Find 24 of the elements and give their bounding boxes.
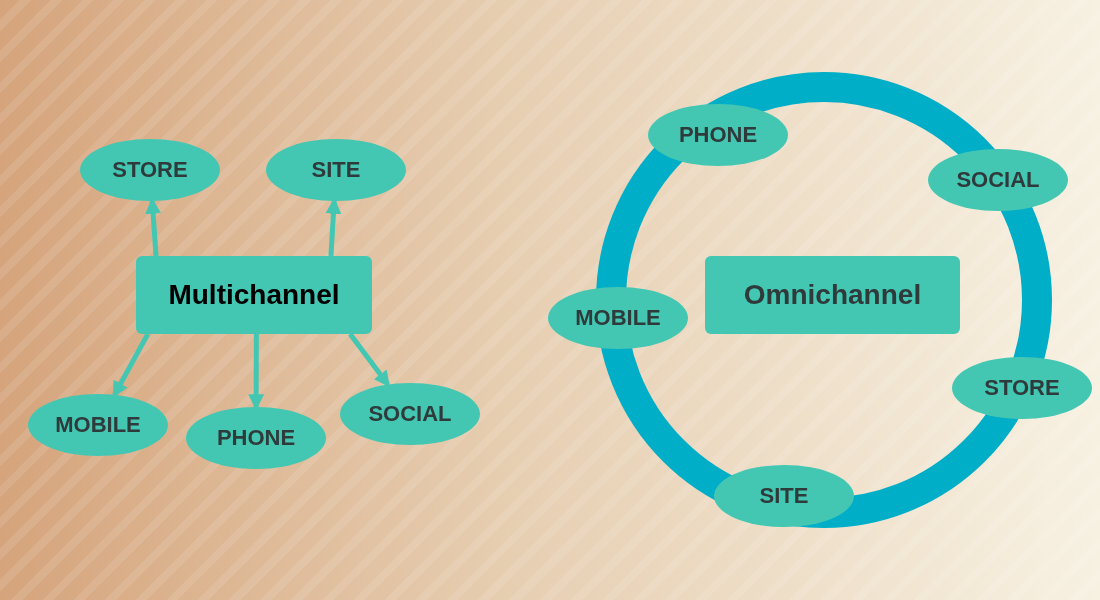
channel-ellipse (80, 139, 220, 201)
node-label: SOCIAL (368, 401, 452, 427)
node-label: STORE (112, 157, 188, 183)
channel-ellipse (186, 407, 326, 469)
node-label: SITE (759, 483, 809, 509)
channel-ellipse (28, 394, 168, 456)
channel-ellipse (714, 465, 854, 527)
channel-ellipse (952, 357, 1092, 419)
channel-ellipse (340, 383, 480, 445)
channel-ellipse (928, 149, 1068, 211)
node-label: STORE (984, 375, 1060, 401)
node-label: SOCIAL (956, 167, 1040, 193)
arrow (112, 332, 150, 398)
channel-ellipse (548, 287, 688, 349)
node-label: Omnichannel (743, 279, 922, 311)
node-label: PHONE (216, 425, 296, 451)
node-label: Multichannel (168, 279, 340, 311)
node-label: MOBILE (55, 412, 141, 438)
process-box (705, 256, 960, 334)
node-label: MOBILE (575, 305, 661, 331)
node-label: PHONE (678, 122, 758, 148)
process-box (136, 256, 372, 334)
channel-ellipse (266, 139, 406, 201)
node-label: SITE (311, 157, 361, 183)
